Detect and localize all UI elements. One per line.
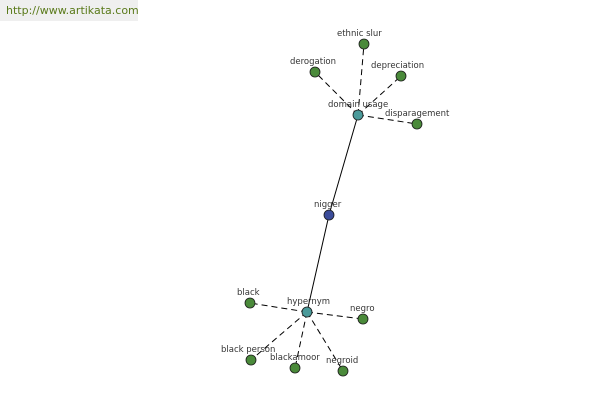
edge-nigger-domain-usage bbox=[328, 114, 359, 216]
label-leaf-disparagement[interactable]: disparagement bbox=[385, 109, 450, 119]
node-center[interactable] bbox=[323, 209, 335, 221]
edge-hypernym-negroid bbox=[306, 311, 344, 372]
label-leaf-negroid[interactable]: negroid bbox=[326, 356, 358, 366]
edge-domain-usage-derogation bbox=[314, 71, 359, 116]
node-leaf-blackamoor[interactable] bbox=[289, 362, 301, 374]
label-relation-hypernym[interactable]: hypernym bbox=[287, 297, 330, 307]
graph-edges bbox=[249, 43, 418, 372]
edge-hypernym-black-person bbox=[250, 311, 308, 361]
node-relation-domain-usage[interactable] bbox=[352, 109, 364, 121]
node-leaf-depreciation[interactable] bbox=[395, 70, 407, 82]
label-center[interactable]: nigger bbox=[314, 200, 342, 210]
node-relation-hypernym[interactable] bbox=[301, 306, 313, 318]
node-leaf-black-person[interactable] bbox=[245, 354, 257, 366]
node-leaf-derogation[interactable] bbox=[309, 66, 321, 78]
label-leaf-blackamoor[interactable]: blackamoor bbox=[270, 353, 320, 363]
node-leaf-black[interactable] bbox=[244, 297, 256, 309]
label-leaf-black-person[interactable]: black person bbox=[221, 345, 275, 355]
label-leaf-negro[interactable]: negro bbox=[350, 304, 375, 314]
graph-nodes bbox=[244, 38, 423, 377]
label-leaf-depreciation[interactable]: depreciation bbox=[371, 61, 424, 71]
label-relation-domain-usage[interactable]: domain usage bbox=[328, 100, 388, 110]
label-leaf-black[interactable]: black bbox=[237, 288, 260, 298]
site-url-link[interactable]: http://www.artikata.com bbox=[0, 0, 139, 21]
node-leaf-negro[interactable] bbox=[357, 313, 369, 325]
edge-nigger-hypernym bbox=[306, 214, 330, 313]
edge-domain-usage-ethnic-slur bbox=[357, 43, 365, 116]
node-leaf-negroid[interactable] bbox=[337, 365, 349, 377]
label-leaf-derogation[interactable]: derogation bbox=[290, 57, 336, 67]
node-leaf-disparagement[interactable] bbox=[411, 118, 423, 130]
node-leaf-ethnic-slur[interactable] bbox=[358, 38, 370, 50]
graph-labels: nigger domain usage hypernym ethnic slur der… bbox=[221, 29, 450, 366]
label-leaf-ethnic-slur[interactable]: ethnic slur bbox=[337, 29, 382, 39]
